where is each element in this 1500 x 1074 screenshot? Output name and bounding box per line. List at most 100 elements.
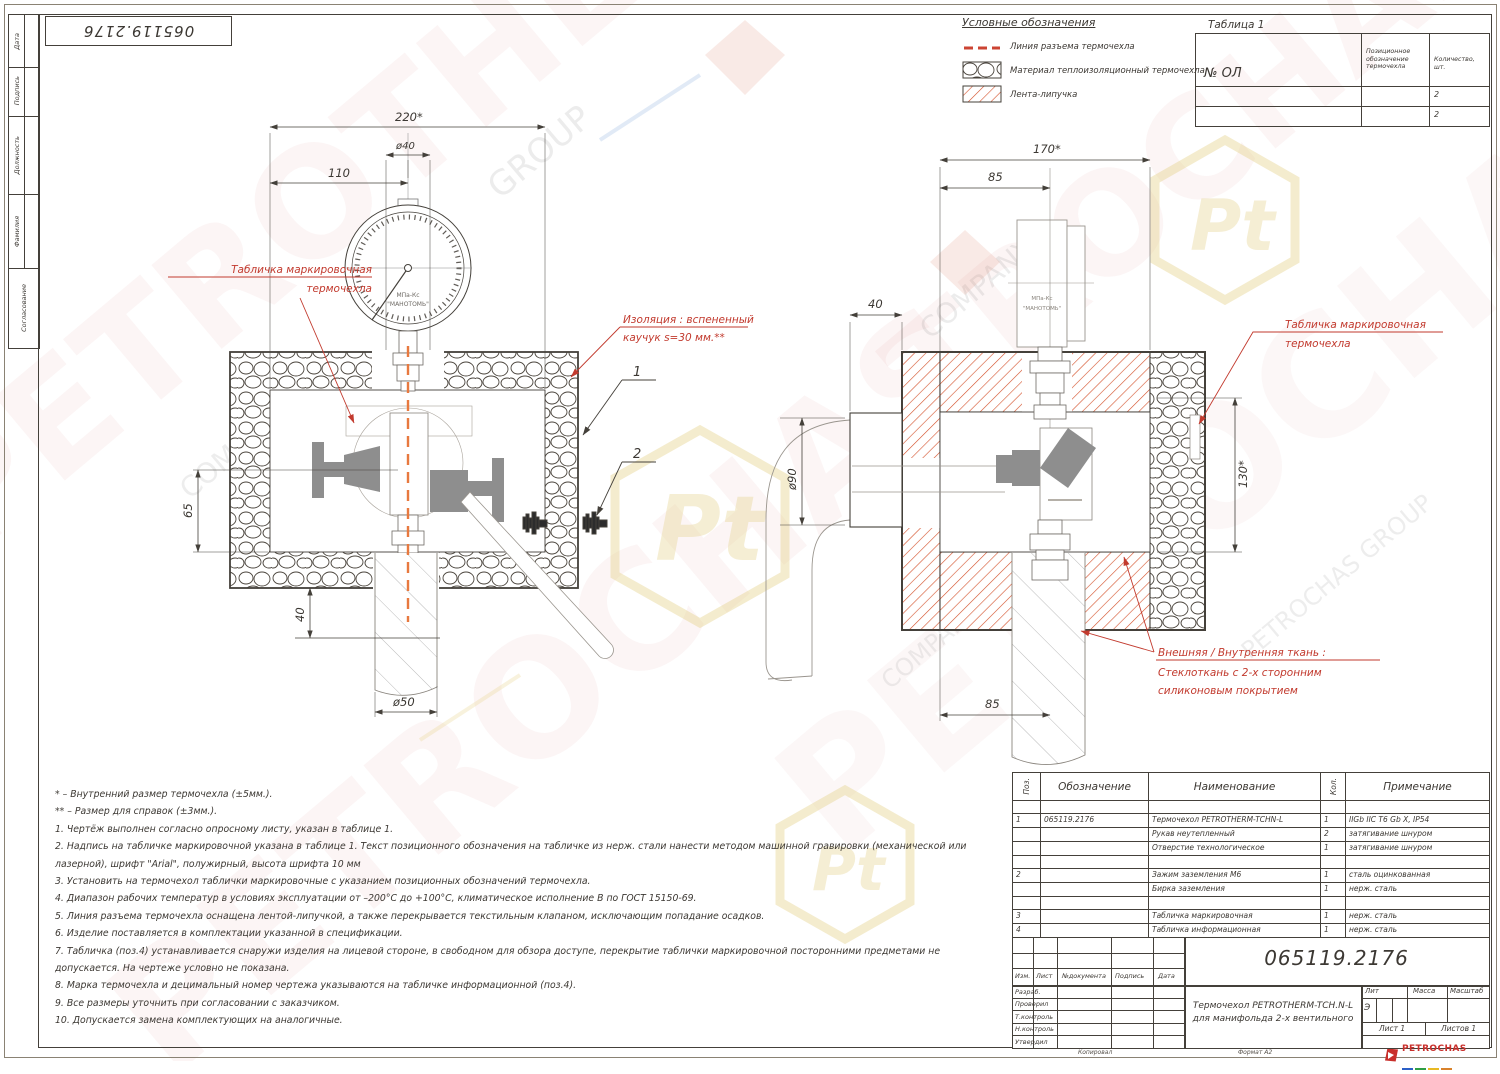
svg-text:Pt: Pt bbox=[1190, 185, 1277, 267]
dim-40-sleeve: 40 bbox=[868, 297, 883, 311]
note-line: * – Внутренний размер термочехла (±5мм.)… bbox=[55, 789, 273, 800]
title-block: Изм. Лист №документа Подпись Дата Разраб… bbox=[1012, 937, 1490, 1070]
company-logo: PETROCHAS bbox=[1385, 1036, 1467, 1074]
dim-65: 65 bbox=[181, 503, 195, 518]
parting-line-symbol bbox=[964, 46, 1000, 50]
velcro-tape-symbol bbox=[962, 85, 1002, 103]
table1-ol: № ОЛ bbox=[1204, 66, 1242, 81]
gauge-label-1: МПа-Кс bbox=[396, 292, 419, 299]
petrochas-logo-icon bbox=[1385, 1048, 1398, 1062]
role-checked: Проверил bbox=[1015, 1000, 1049, 1008]
valve-silhouette bbox=[312, 442, 504, 522]
note-line: 4. Диапазон рабочих температур в условия… bbox=[55, 893, 697, 905]
stamp-label: Согласование bbox=[20, 284, 28, 332]
balloon-1: 1 bbox=[633, 365, 641, 380]
spec-header-note: Примечание bbox=[1346, 773, 1489, 801]
legend-title: Условные обозначения bbox=[962, 16, 1096, 29]
side-view: 170* 85 40 ø90 130* 85 МПа-Кс "МАНОТОМЬ"… bbox=[765, 142, 1443, 765]
footer-format: Формат А2 bbox=[1238, 1049, 1273, 1056]
svg-text:Pt: Pt bbox=[812, 835, 887, 905]
dim-110: 110 bbox=[328, 166, 350, 180]
stamp-label: Фамилия bbox=[12, 215, 21, 247]
footer-copied: Копировал bbox=[1078, 1049, 1113, 1056]
dim-85-top: 85 bbox=[988, 170, 1003, 184]
note-line: 6. Изделие поставляется в комплектации у… bbox=[55, 928, 403, 940]
stamp-label: Подпись bbox=[12, 76, 21, 106]
balloon-2: 2 bbox=[633, 447, 641, 462]
callout-insulation-line1: Изоляция : вспененный bbox=[623, 314, 754, 326]
callout-insulation-line2: каучук s=30 мм.** bbox=[623, 332, 725, 344]
note-line: 8. Марка термочехла и децимальный номер … bbox=[55, 980, 577, 992]
dim-d90: ø90 bbox=[785, 468, 799, 491]
spec-table: Поз. Обозначение Наименование Кол. Приме… bbox=[1012, 772, 1490, 939]
dim-d40: ø40 bbox=[395, 141, 415, 152]
col-list: Лист bbox=[1036, 972, 1053, 980]
dim-130: 130* bbox=[1236, 460, 1250, 488]
spec-cell: 4 bbox=[1013, 924, 1041, 938]
title-block-doc-number: 065119.2176 bbox=[1264, 946, 1409, 970]
role-ncontrol: Н.контроль bbox=[1015, 1025, 1054, 1033]
petrochas-logo-text: PETROCHAS bbox=[1402, 1044, 1467, 1054]
spec-header-pos: Поз. bbox=[1022, 778, 1031, 795]
note-line: ** – Размер для справок (±3мм.). bbox=[55, 806, 218, 818]
front-view: 220* ø40 110 65 40 ø50 МПа-Кс "МАНОТОМЬ"… bbox=[168, 110, 754, 717]
logo-underline-stripes bbox=[1402, 1055, 1454, 1074]
spec-cell: 3 bbox=[1013, 910, 1041, 924]
spec-cell bbox=[1013, 883, 1041, 897]
callout-fabric-line3: силиконовым покрытием bbox=[1158, 685, 1298, 697]
insulation-material-symbol bbox=[962, 61, 1002, 79]
note-line: 5. Линия разъема термочехла оснащена лен… bbox=[55, 910, 765, 922]
spec-cell bbox=[1013, 856, 1041, 869]
gauge-side-label-2: "МАНОТОМЬ" bbox=[1023, 306, 1061, 312]
sheet-outer-border bbox=[4, 4, 1497, 1058]
legend-item-2: Материал теплоизоляционный термочехла bbox=[1010, 66, 1205, 76]
note-line: 3. Установить на термочехол таблички мар… bbox=[55, 876, 591, 888]
doc-number-rotated: 065119.2176 bbox=[82, 22, 195, 40]
callout-marking-plate-line2: термочехла bbox=[306, 283, 372, 295]
stamp-cell-name: Фамилия bbox=[8, 194, 40, 269]
legend: Условные обозначения Линия разъема термо… bbox=[962, 16, 1382, 119]
stamp-label: Дата bbox=[12, 32, 21, 50]
svg-text:Pt: Pt bbox=[655, 477, 767, 582]
note-line: 10. Допускается замена комплектующих на … bbox=[55, 1015, 343, 1027]
gauge-label-2: "МАНОТОМЬ" bbox=[387, 301, 429, 308]
spec-cell bbox=[1013, 801, 1041, 814]
mass-header: Масса bbox=[1413, 987, 1436, 995]
dim-220: 220* bbox=[395, 110, 423, 124]
callout-fabric-line1: Внешняя / Внутренняя ткань : bbox=[1158, 647, 1326, 659]
sheet-frame bbox=[38, 14, 1492, 1048]
spec-cell bbox=[1013, 828, 1041, 842]
note-line: 2. Надпись на табличке маркировочной ука… bbox=[55, 841, 967, 870]
table1-col-qty: Количество, шт. bbox=[1434, 56, 1475, 71]
callout-marking-plate-line1: Табличка маркировочная bbox=[231, 264, 372, 276]
spec-cell: 2 bbox=[1013, 869, 1041, 883]
callout-fabric-line2: Стеклоткань с 2-х сторонним bbox=[1158, 667, 1322, 679]
notes-block: * – Внутренний размер термочехла (±5мм.)… bbox=[55, 786, 985, 1030]
note-line: 7. Табличка (поз.4) устанавливается снар… bbox=[55, 945, 941, 975]
table1-qty-row2: 2 bbox=[1434, 110, 1440, 119]
col-doc: №документа bbox=[1062, 972, 1106, 980]
spec-header-qty: Кол. bbox=[1328, 777, 1338, 796]
col-izm: Изм. bbox=[1015, 972, 1031, 980]
stamp-label: Должность bbox=[12, 135, 21, 175]
stamp-cell-approval: Согласование bbox=[8, 268, 40, 349]
table1-title: Таблица 1 bbox=[1208, 19, 1265, 31]
gauge-side-label-1: МПа-Кс bbox=[1031, 296, 1052, 302]
col-date: Дата bbox=[1158, 972, 1175, 980]
sheet-number: Лист 1 bbox=[1379, 1024, 1406, 1033]
dim-40-left: 40 bbox=[293, 607, 307, 622]
role-tcontrol: Т.контроль bbox=[1015, 1012, 1054, 1021]
drawing-title: Термочехол PETROTHERM-TCH.N-L для манифо… bbox=[1192, 1001, 1354, 1024]
spec-cell bbox=[1013, 842, 1041, 856]
dim-85-bottom: 85 bbox=[985, 697, 1000, 711]
spec-header-name: Наименование bbox=[1149, 773, 1321, 801]
spec-cell: 1 bbox=[1013, 814, 1041, 828]
role-approved: Утвердил bbox=[1015, 1037, 1048, 1046]
legend-item-3: Лента-липучка bbox=[1010, 90, 1078, 100]
sheets-total: Листов 1 bbox=[1441, 1024, 1477, 1033]
dim-170: 170* bbox=[1033, 142, 1061, 156]
role-developed: Разраб. bbox=[1015, 988, 1041, 996]
stamp-cell-position: Должность bbox=[8, 116, 40, 195]
doc-number-box: 065119.2176 bbox=[45, 16, 232, 46]
